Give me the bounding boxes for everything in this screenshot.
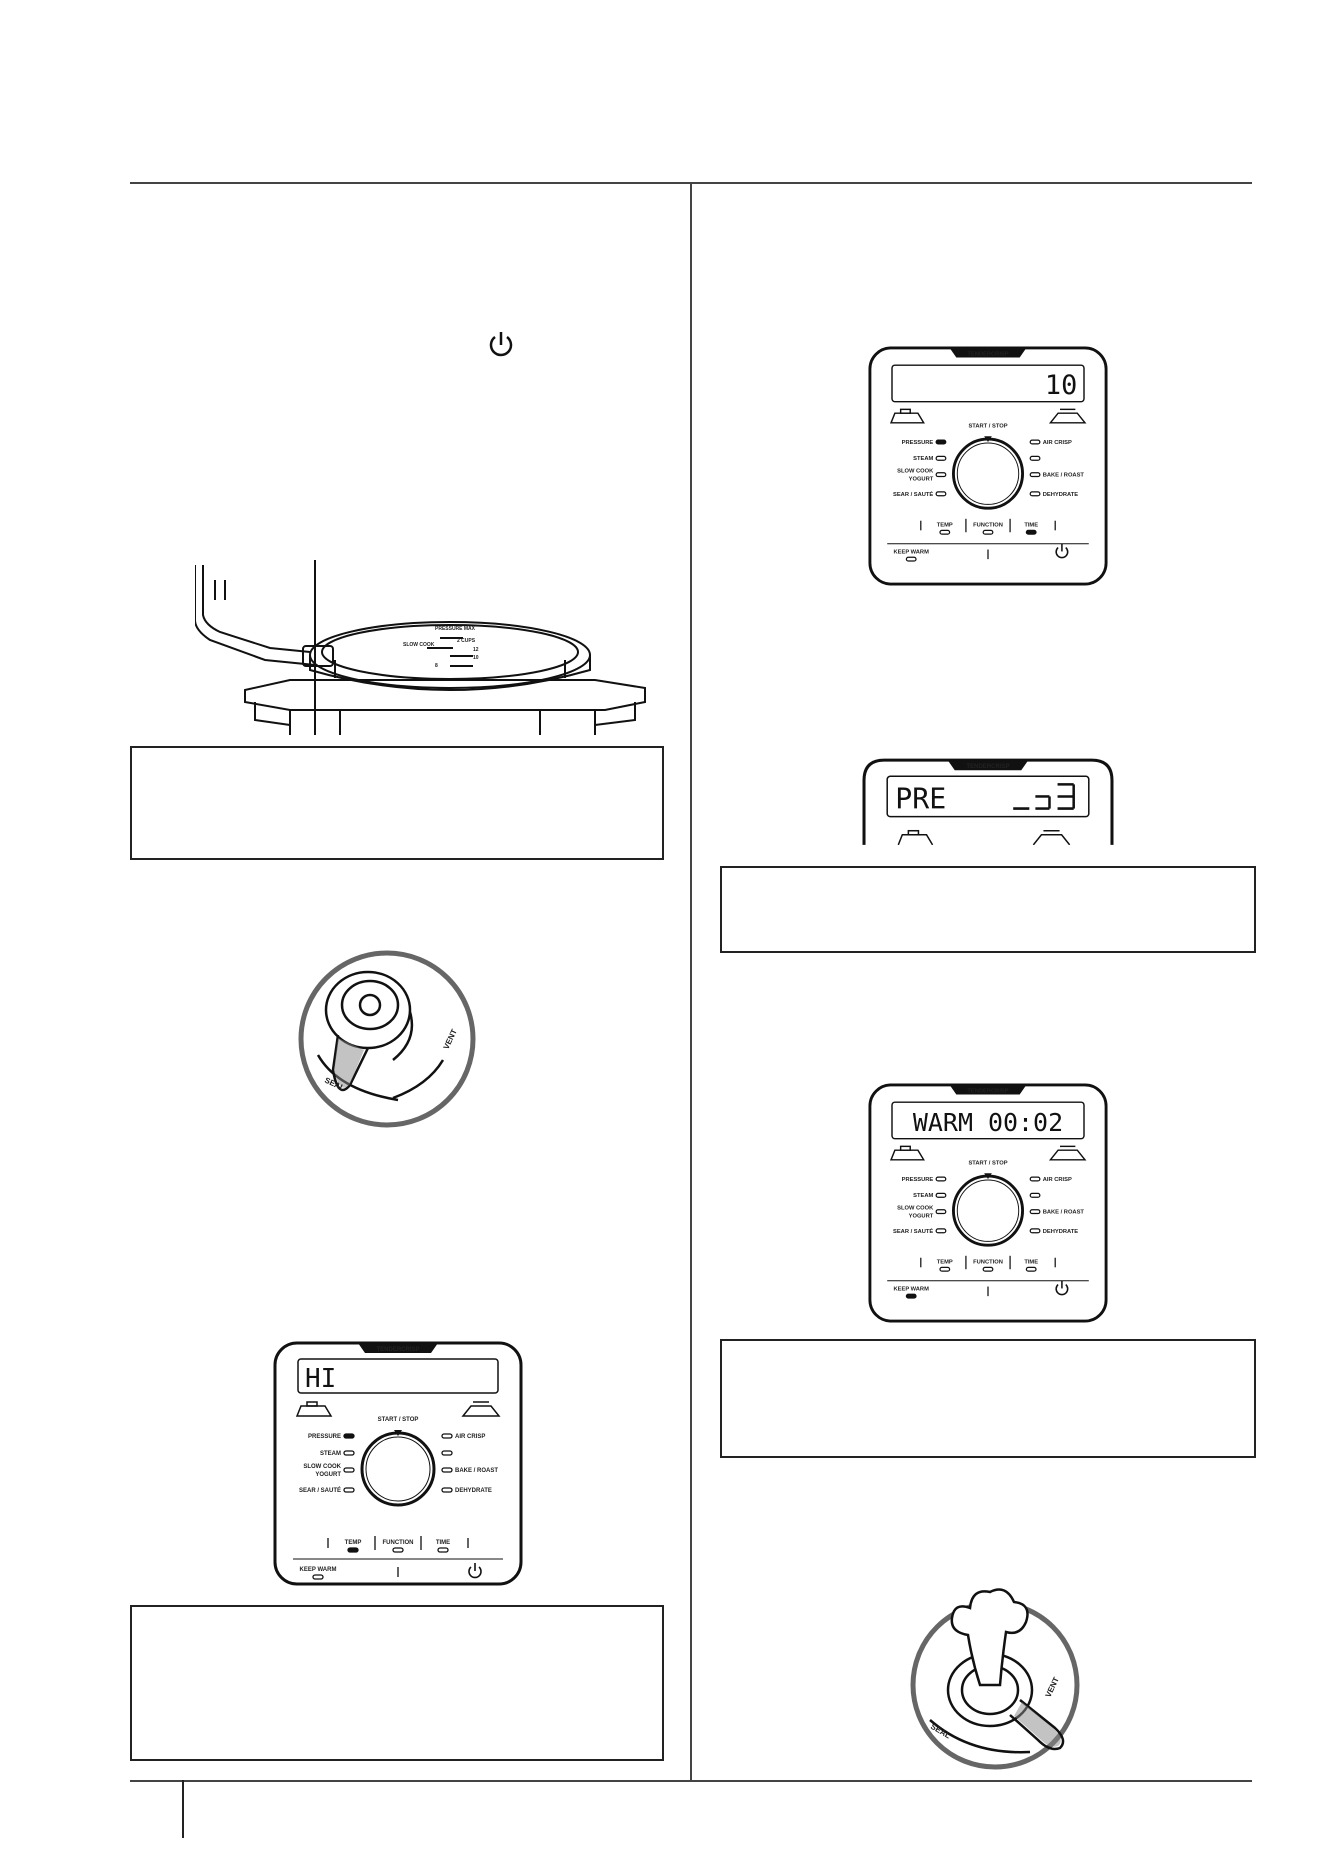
crisping-lid-icon bbox=[461, 1401, 501, 1417]
panel-a-display: 10 bbox=[1045, 370, 1077, 401]
panel-a-bake: BAKE / ROAST bbox=[1043, 473, 1085, 479]
panel-d-bake: BAKE / ROAST bbox=[455, 1468, 498, 1474]
lid-marking-2: 2 CUPS bbox=[457, 638, 476, 644]
note-box-3 bbox=[720, 1339, 1256, 1458]
panel-d-pressure: PRESSURE bbox=[308, 1434, 341, 1440]
panel-d-aircrisp: AIR CRISP bbox=[455, 1434, 485, 1440]
panel-d-yogurt: YOGURT bbox=[315, 1472, 341, 1478]
valve-seal-illustration: SEAL VENT bbox=[298, 950, 476, 1128]
power-icon[interactable] bbox=[1055, 543, 1069, 559]
steam-icon bbox=[950, 1588, 1029, 1687]
panel-d-dial[interactable] bbox=[360, 1431, 436, 1507]
crisping-lid-icon bbox=[1048, 1145, 1087, 1161]
panel-c-aircrisp: AIR CRISP bbox=[1043, 1177, 1072, 1183]
power-icon[interactable] bbox=[1055, 1280, 1069, 1296]
panel-c-function: FUNCTION bbox=[973, 1259, 1003, 1265]
panel-c-slowcook: SLOW COOK bbox=[897, 1206, 934, 1212]
panel-c-keepwarm: KEEP WARM bbox=[894, 1286, 930, 1292]
panel-d-start-stop: START / STOP bbox=[378, 1417, 419, 1423]
pressure-lid-icon bbox=[897, 829, 934, 845]
panel-c-steam: STEAM bbox=[913, 1193, 933, 1199]
pressure-lid-icon bbox=[889, 408, 925, 424]
panel-d-brand: TENDERCRISP bbox=[376, 1347, 419, 1353]
note-box-4 bbox=[130, 1605, 664, 1761]
panel-a-dial[interactable] bbox=[952, 437, 1024, 510]
note-box-1 bbox=[130, 746, 664, 860]
panel-d-function: FUNCTION bbox=[383, 1540, 414, 1546]
panel-c-dehydrate: DEHYDRATE bbox=[1043, 1229, 1079, 1235]
lid-marking-6: 8 bbox=[435, 663, 438, 669]
panel-c-yogurt: YOGURT bbox=[909, 1213, 934, 1219]
panel-c-sear: SEAR / SAUTÉ bbox=[893, 1227, 933, 1235]
panel-a-aircrisp: AIR CRISP bbox=[1043, 440, 1072, 446]
bottom-rule bbox=[130, 1780, 1252, 1782]
panel-d-temp: TEMP bbox=[345, 1540, 362, 1546]
panel-c-dial[interactable] bbox=[952, 1174, 1024, 1247]
panel-d-slowcook: SLOW COOK bbox=[303, 1464, 341, 1470]
panel-d-keepwarm: KEEP WARM bbox=[300, 1567, 337, 1573]
panel-a-time: TIME bbox=[1024, 522, 1038, 528]
panel-a-slowcook: SLOW COOK bbox=[897, 469, 934, 475]
crisping-lid-icon bbox=[1048, 408, 1087, 424]
control-panel-b: TENDERCRISP PRE bbox=[862, 758, 1114, 845]
panel-c-time: TIME bbox=[1024, 1259, 1038, 1265]
panel-a-function: FUNCTION bbox=[973, 522, 1003, 528]
panel-c-display: WARM 00:02 bbox=[913, 1108, 1063, 1137]
panel-a-keepwarm: KEEP WARM bbox=[894, 549, 930, 555]
panel-a-yogurt: YOGURT bbox=[909, 476, 934, 482]
panel-b-brand: TENDERCRISP bbox=[966, 764, 1009, 770]
panel-a-dehydrate: DEHYDRATE bbox=[1043, 492, 1079, 498]
panel-c-temp: TEMP bbox=[937, 1259, 953, 1265]
panel-a-brand: TENDERCRISP bbox=[967, 352, 1008, 358]
panel-c-start-stop: START / STOP bbox=[968, 1161, 1007, 1167]
cooker-lid-illustration: PRESSURE MAX 2 CUPS SLOW COOK 12 10 8 bbox=[195, 560, 646, 735]
pressure-lid-icon bbox=[295, 1401, 333, 1417]
panel-d-time: TIME bbox=[436, 1540, 450, 1546]
panel-c-bake: BAKE / ROAST bbox=[1043, 1210, 1085, 1216]
valve-vent-illustration: SEAL VENT bbox=[910, 1588, 1080, 1770]
panel-a-temp: TEMP bbox=[937, 522, 953, 528]
panel-d-dehydrate: DEHYDRATE bbox=[455, 1488, 492, 1494]
power-icon bbox=[489, 332, 513, 357]
crisping-lid-icon bbox=[1032, 829, 1071, 845]
panel-d-steam: STEAM bbox=[320, 1451, 341, 1457]
lid-marking-4: 12 bbox=[473, 647, 479, 653]
control-panel-c: TENDERCRISP WARM 00:02 START / STOP PRES… bbox=[868, 1083, 1108, 1323]
pressure-lid-icon bbox=[889, 1145, 925, 1161]
lid-marking-1: PRESSURE MAX bbox=[435, 626, 476, 632]
panel-a-sear: SEAR / SAUTÉ bbox=[893, 490, 933, 498]
lid-marking-3: SLOW COOK bbox=[403, 642, 435, 648]
panel-b-display: PRE bbox=[895, 783, 946, 816]
panel-a-pressure: PRESSURE bbox=[902, 440, 934, 446]
control-panel-a: TENDERCRISP 10 START / STOP PRESSURE STE… bbox=[868, 346, 1108, 586]
panel-c-brand: TENDERCRISP bbox=[967, 1089, 1008, 1095]
note-box-2 bbox=[720, 866, 1256, 953]
page-tab-mark bbox=[182, 1780, 184, 1838]
panel-a-steam: STEAM bbox=[913, 456, 933, 462]
lid-marking-5: 10 bbox=[473, 655, 479, 661]
column-divider bbox=[690, 182, 692, 1780]
panel-d-display: HI bbox=[305, 1364, 336, 1394]
panel-c-pressure: PRESSURE bbox=[902, 1177, 934, 1183]
panel-a-start-stop: START / STOP bbox=[968, 424, 1007, 430]
panel-d-sear: SEAR / SAUTÉ bbox=[299, 1486, 341, 1494]
power-icon[interactable] bbox=[468, 1563, 482, 1579]
control-panel-d: TENDERCRISP HI START / STOP PRESSURE STE… bbox=[273, 1341, 523, 1586]
